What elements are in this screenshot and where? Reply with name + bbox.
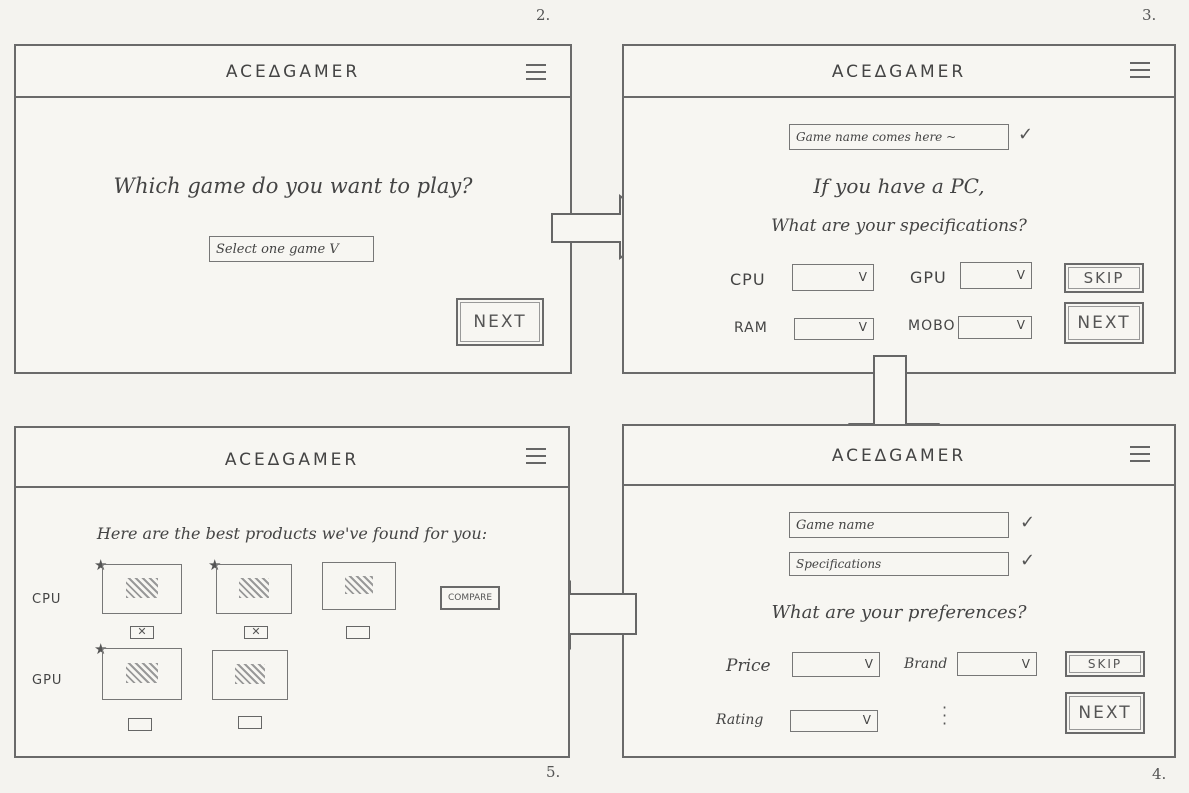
dropdown-mark: V (1016, 268, 1025, 282)
ram-select[interactable]: V (794, 318, 874, 340)
rating-label: Rating (716, 712, 764, 728)
cpu-label: CPU (730, 270, 766, 289)
skip-button[interactable]: SKIP (1065, 651, 1145, 677)
brand-label: Brand (904, 656, 948, 672)
brand-logo: ACE∆GAMER (831, 62, 967, 82)
more-options-icon[interactable]: ··· (942, 698, 948, 733)
page-number-2: 2. (536, 6, 551, 24)
next-button[interactable]: NEXT (456, 298, 544, 346)
compare-checkbox[interactable] (238, 716, 262, 729)
skip-button[interactable]: SKIP (1064, 263, 1144, 293)
star-icon: ★ (94, 556, 108, 574)
screen-3-header: ACE∆GAMER (624, 46, 1174, 98)
product-thumbnail[interactable] (102, 648, 182, 700)
compare-checkbox[interactable]: ✕ (244, 626, 268, 639)
price-label: Price (726, 656, 771, 676)
next-button[interactable]: NEXT (1065, 692, 1145, 734)
preferences-question: What are your preferences? (771, 602, 1027, 623)
game-name-field[interactable]: Game name comes here ~ (789, 124, 1009, 150)
dropdown-mark: V (862, 713, 871, 727)
dropdown-mark: V (858, 270, 867, 284)
product-thumbnail[interactable] (322, 562, 396, 610)
price-select[interactable]: V (792, 652, 880, 677)
screen-4-header: ACE∆GAMER (624, 426, 1174, 486)
game-name-field[interactable]: Game name (789, 512, 1009, 538)
brand-logo: ACE∆GAMER (224, 450, 360, 470)
page-number-3: 3. (1142, 6, 1157, 24)
brand-logo: ACE∆GAMER (831, 446, 967, 466)
pc-question-line2: What are your specifications? (771, 216, 1027, 236)
mobo-label: MOBO (908, 318, 956, 334)
gpu-select[interactable]: V (960, 262, 1032, 289)
results-heading: Here are the best products we've found f… (96, 524, 488, 543)
compare-checkbox[interactable] (346, 626, 370, 639)
screen-5-header: ACE∆GAMER (16, 428, 568, 488)
dropdown-mark: V (858, 320, 867, 334)
cpu-row-label: CPU (32, 592, 62, 607)
product-thumbnail[interactable] (216, 564, 292, 614)
hamburger-icon[interactable] (1130, 60, 1150, 80)
screen-2-frame: ACE∆GAMER Which game do you want to play… (14, 44, 572, 374)
checkmark-icon: ✓ (1018, 124, 1034, 145)
cpu-select[interactable]: V (792, 264, 874, 291)
hamburger-icon[interactable] (1130, 444, 1150, 464)
screen-2-header: ACE∆GAMER (16, 46, 570, 98)
brand-select[interactable]: V (957, 652, 1037, 676)
gpu-label: GPU (910, 268, 947, 287)
compare-checkbox[interactable] (128, 718, 152, 731)
checkmark-icon: ✓ (1020, 550, 1036, 571)
hamburger-icon[interactable] (526, 446, 546, 466)
ram-label: RAM (734, 320, 768, 336)
product-thumbnail[interactable] (102, 564, 182, 614)
page-number-4: 4. (1152, 765, 1167, 783)
rating-select[interactable]: V (790, 710, 878, 732)
page-number-5: 5. (546, 763, 561, 781)
compare-checkbox[interactable]: ✕ (130, 626, 154, 639)
product-thumbnail[interactable] (212, 650, 288, 700)
star-icon: ★ (208, 556, 222, 574)
compare-button[interactable]: COMPARE (440, 586, 500, 610)
dropdown-mark: V (864, 657, 873, 671)
star-icon: ★ (94, 640, 108, 658)
mobo-select[interactable]: V (958, 316, 1032, 339)
gpu-row-label: GPU (32, 673, 63, 688)
screen-4-frame: ACE∆GAMER Game name ✓ Specifications ✓ W… (622, 424, 1176, 758)
hamburger-icon[interactable] (526, 62, 546, 82)
screen-3-frame: ACE∆GAMER Game name comes here ~ ✓ If yo… (622, 44, 1176, 374)
screen-5-frame: ACE∆GAMER Here are the best products we'… (14, 426, 570, 758)
specifications-field[interactable]: Specifications (789, 552, 1009, 576)
brand-logo: ACE∆GAMER (225, 62, 361, 82)
dropdown-mark: V (1021, 657, 1030, 671)
game-question: Which game do you want to play? (113, 174, 473, 198)
checkmark-icon: ✓ (1020, 512, 1036, 533)
pc-question-line1: If you have a PC, (813, 174, 985, 198)
dropdown-mark: V (1016, 318, 1025, 332)
next-button[interactable]: NEXT (1064, 302, 1144, 344)
game-select[interactable]: Select one game V (209, 236, 374, 262)
